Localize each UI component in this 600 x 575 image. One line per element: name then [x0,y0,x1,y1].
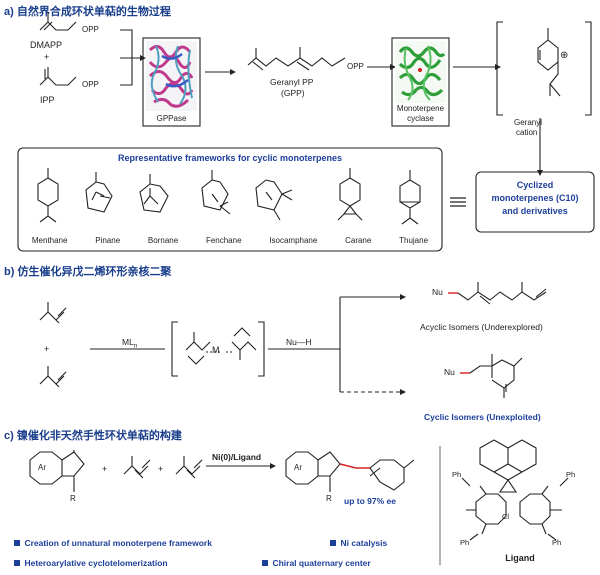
bullet-2: Ni catalysis [330,533,387,551]
cyclized-line3: and derivatives [502,206,568,216]
ph-label-2: Ph [566,470,576,479]
bullet-1: Creation of unnatural monoterpene framew… [14,533,212,551]
cyclized-line1: Cyclized [516,180,554,190]
mln-label: MLn [122,337,138,350]
framework-isocamphane: Isocamphane [269,236,318,245]
product-structure [285,451,319,485]
cl-label: Cl [502,512,510,521]
menthane-structure [37,168,59,223]
section-b-title: b) 仿生催化异戊二烯环形亲核二聚 [4,266,172,278]
fenchane-structure [201,170,231,215]
section-a-title: a) 自然界合成环状单萜的生物过程 [4,6,171,18]
framework-menthane: Menthane [31,236,68,245]
geranyl-pp-label: Geranyl PP [270,77,314,87]
cyclized-line2: monoterpenes (C10) [491,193,579,203]
carane-structure [337,168,363,221]
framework-thujane: Thujane [399,236,429,245]
acyclic-nu-label: Nu [432,287,443,297]
metal-label: M [212,345,220,355]
gpp-structure [247,47,346,71]
cyclase-protein-illustration [395,41,446,103]
framework-bornane: Bornane [147,236,179,245]
framework-fenchane: Fenchane [205,236,242,245]
isoprene-2-structure [39,366,67,388]
ee-label: up to 97% ee [344,496,396,506]
metal-complex-structure [185,332,211,365]
ligand-structure [479,439,509,473]
dmapp-label: DMAPP [30,40,63,50]
gppase-box [142,37,201,127]
nu-h-label: Nu—H [286,337,312,347]
cyclic-nu-label: Nu [444,367,455,377]
gpp-label: (GPP) [281,88,305,98]
ipp-structure [39,67,77,86]
cyclase-label-line2: cyclase [407,114,434,123]
geranyl-cation-line2: cation [516,128,538,137]
product-ar-label: Ar [294,463,302,472]
gppase-label: GPPase [156,114,187,123]
plus-c2: + [158,464,164,474]
plus-b: + [44,344,50,354]
cyclase-label-line1: Monoterpene [396,104,445,113]
ph-label-1: Ph [452,470,462,479]
gpp-opp-label: OPP [347,62,364,71]
r-label: R [70,494,76,503]
cation-charge: ⊕ [560,50,569,61]
bullet-4: Chiral quaternary center [262,553,371,571]
acyclic-label: Acyclic Isomers (Underexplored) [420,322,543,332]
catalyst-label: Ni(0)/Ligand [212,452,262,462]
section-c-title: c) 镍催化非天然手性环状单萜的构建 [4,430,182,442]
equiv-sign [450,197,466,207]
ligand-label: Ligand [505,553,535,563]
isoprene-1-structure [39,302,67,324]
cyclic-label: Cyclic Isomers (Unexploited) [424,412,541,422]
isocamphane-structure [255,179,293,221]
geranyl-cation-line1: Geranyl [514,118,543,127]
thujane-structure [399,170,421,225]
acyclic-isomer-structure [457,282,547,305]
ipp-opp-label: OPP [82,80,99,89]
dmapp-opp-label: OPP [82,25,99,34]
ph-label-4: Ph [552,538,562,547]
pinane-structure [85,172,113,213]
bornane-structure [139,174,169,213]
framework-carane: Carane [345,236,372,245]
product-r-label: R [326,494,332,503]
plus-a: + [44,52,50,62]
cyclic-isomer-structure [469,354,523,398]
frameworks-title: Representative frameworks for cyclic mon… [117,153,343,163]
plus-c1: + [102,464,108,474]
bullet-3: Heteroarylative cyclotelomerization [14,553,168,571]
ph-label-3: Ph [460,538,470,547]
ar-label: Ar [38,463,46,472]
benzimidazole-structure [29,451,63,485]
gppase-protein-illustration [146,41,197,111]
framework-pinane: Pinane [95,236,121,245]
ipp-label: IPP [40,95,55,105]
frameworks-labels: Menthane Pinane Bornane Fenchane Isocamp… [18,236,442,245]
geranyl-cation-structure [537,28,561,97]
